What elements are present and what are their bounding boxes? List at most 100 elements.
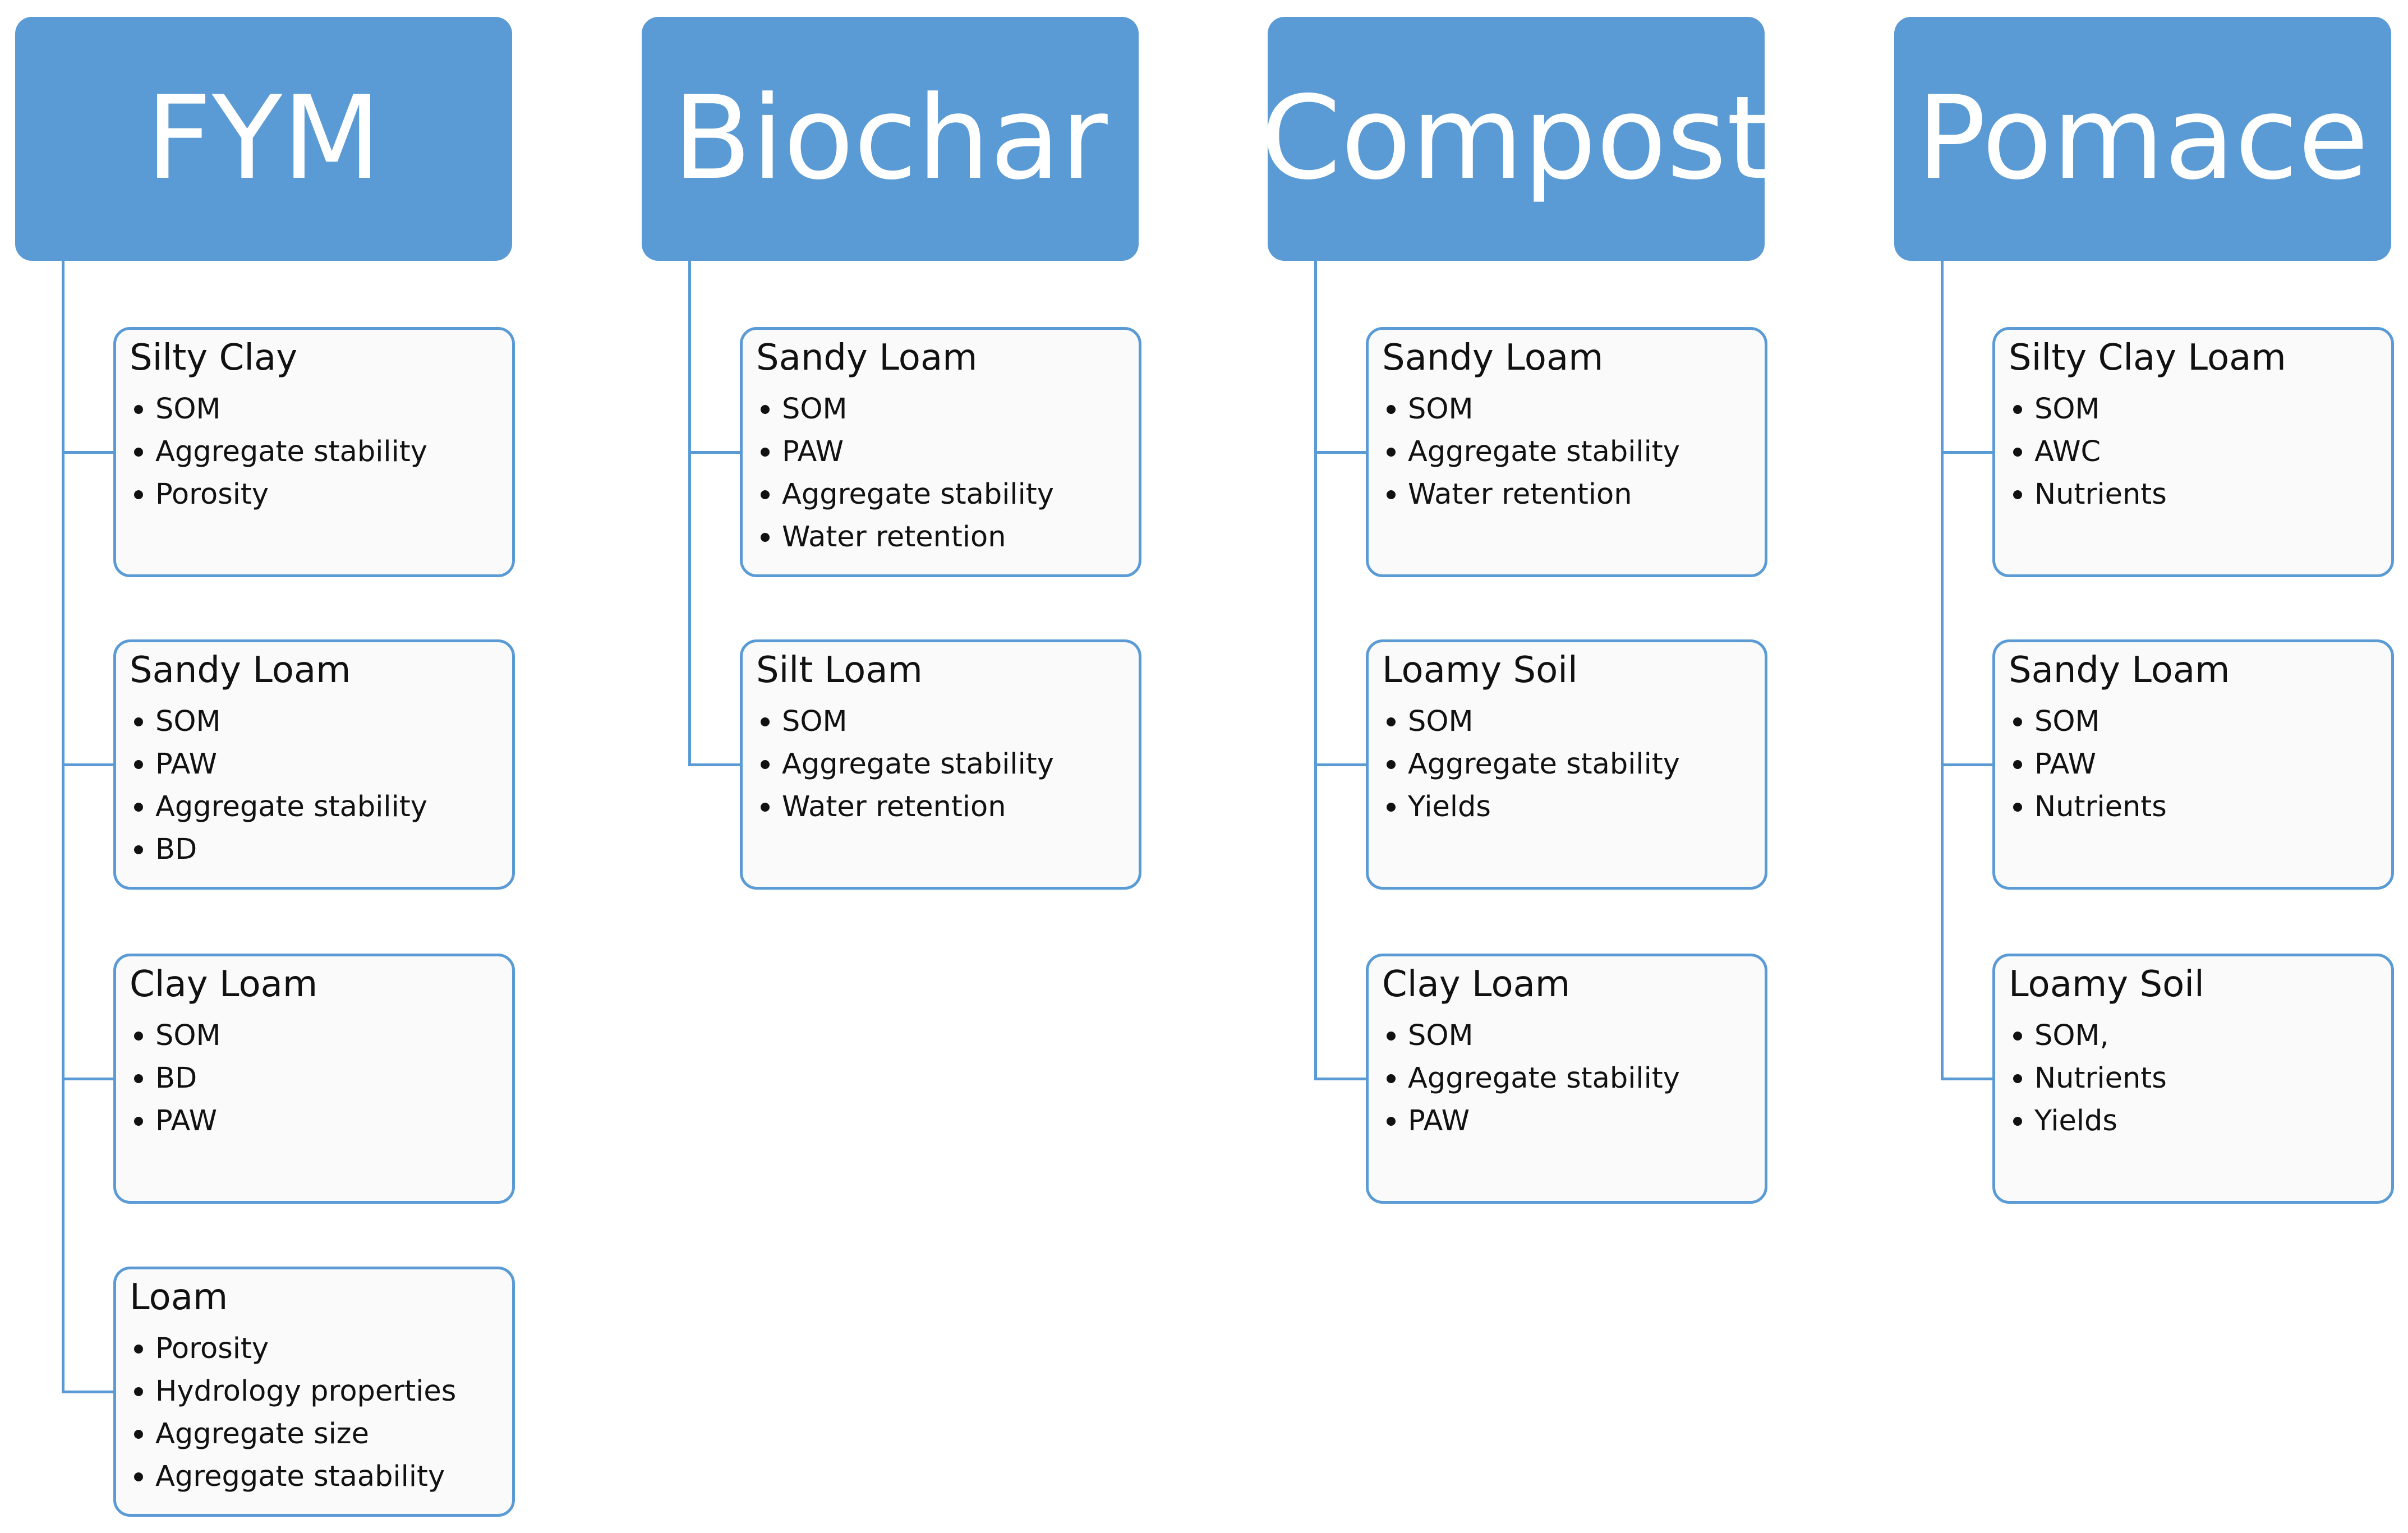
bullet-icon	[134, 490, 143, 499]
bullet-icon	[761, 760, 770, 769]
soil-type-title: Silty Clay Loam	[2009, 337, 2286, 379]
bullet-icon	[134, 760, 143, 769]
property-label: Aggregate stability	[1408, 748, 1680, 781]
bullet-icon	[2013, 803, 2022, 812]
bullet-icon	[2013, 1032, 2022, 1041]
soil-type-title: Sandy Loam	[2009, 650, 2230, 691]
property-item: Aggregate stability	[130, 786, 512, 828]
bullet-icon	[134, 1032, 143, 1041]
bullet-icon	[2013, 490, 2022, 499]
amendment-header-compost: Compost	[1261, 17, 1772, 261]
bullet-icon	[761, 803, 770, 812]
property-item: Aggregate stability	[1382, 1057, 1765, 1100]
soil-type-title: Sandy Loam	[1382, 337, 1604, 379]
connector-trunk-biochar	[688, 261, 691, 766]
property-item: SOM	[1382, 701, 1765, 743]
property-item: Water retention	[756, 516, 1139, 559]
property-label: PAW	[782, 435, 844, 468]
bullet-icon	[1387, 1032, 1396, 1041]
connector-branch	[62, 763, 113, 766]
property-item: AWC	[2009, 431, 2391, 473]
property-item: Hydrology properties	[130, 1370, 512, 1413]
property-label: Aggregate size	[155, 1417, 369, 1451]
property-item: Aggregate stability	[1382, 743, 1765, 786]
bullet-icon	[1387, 717, 1396, 726]
connector-branch	[1941, 763, 1992, 766]
property-item: PAW	[130, 743, 512, 786]
property-label: SOM	[1408, 1019, 1474, 1052]
property-list: SOM AWC Nutrients	[2009, 388, 2391, 516]
connector-branch	[62, 1078, 113, 1080]
bullet-icon	[2013, 760, 2022, 769]
property-item: SOM,	[2009, 1015, 2391, 1057]
property-item: Nutrients	[2009, 473, 2391, 516]
property-item: Aggregate stability	[1382, 431, 1765, 473]
property-list: SOM BD PAW	[130, 1015, 512, 1143]
property-label: SOM	[155, 705, 221, 738]
bullet-icon	[1387, 1074, 1396, 1083]
property-label: Yields	[1408, 790, 1491, 823]
property-item: Aggregate size	[130, 1413, 512, 1456]
connector-branch	[1314, 763, 1366, 766]
property-item: Agreggate staability	[130, 1456, 512, 1498]
soil-type-title: Clay Loam	[1382, 964, 1571, 1005]
property-item: Yields	[2009, 1100, 2391, 1143]
property-label: Agreggate staability	[155, 1460, 445, 1493]
connector-trunk-fym	[62, 261, 65, 1393]
property-label: Nutrients	[2034, 478, 2167, 511]
soil-type-title: Sandy Loam	[130, 650, 351, 691]
property-label: AWC	[2034, 435, 2101, 468]
bullet-icon	[761, 448, 770, 457]
bullet-icon	[134, 845, 143, 854]
property-label: SOM	[1408, 705, 1474, 738]
property-label: SOM	[782, 705, 848, 738]
property-label: Nutrients	[2034, 1062, 2167, 1095]
property-item: SOM	[1382, 1015, 1765, 1057]
property-label: PAW	[2034, 748, 2097, 781]
connector-branch	[1941, 1078, 1992, 1080]
property-label: PAW	[155, 1104, 218, 1138]
bullet-icon	[134, 448, 143, 457]
bullet-icon	[134, 405, 143, 414]
bullet-icon	[2013, 1117, 2022, 1126]
property-item: BD	[130, 828, 512, 871]
property-label: BD	[155, 1062, 197, 1095]
property-label: Water retention	[782, 521, 1006, 554]
property-label: Aggregate stability	[155, 790, 427, 823]
property-label: Hydrology properties	[155, 1375, 457, 1408]
bullet-icon	[1387, 1117, 1396, 1126]
soil-type-title: Sandy Loam	[756, 337, 978, 379]
property-item: PAW	[756, 431, 1139, 473]
bullet-icon	[761, 533, 770, 542]
property-item: SOM	[130, 1015, 512, 1057]
bullet-icon	[1387, 760, 1396, 769]
property-item: SOM	[1382, 388, 1765, 431]
soil-type-title: Loam	[130, 1277, 228, 1318]
property-item: SOM	[756, 388, 1139, 431]
property-label: Porosity	[155, 1332, 269, 1365]
bullet-icon	[134, 1345, 143, 1354]
property-item: Aggregate stability	[756, 743, 1139, 786]
property-label: SOM	[2034, 393, 2100, 426]
bullet-icon	[134, 1387, 143, 1396]
property-label: Aggregate stability	[1408, 435, 1680, 468]
bullet-icon	[134, 1074, 143, 1083]
connector-trunk-pomace	[1941, 261, 1944, 1080]
bullet-icon	[134, 1430, 143, 1439]
property-label: PAW	[1408, 1104, 1470, 1138]
connector-branch	[62, 1391, 113, 1393]
property-label: Aggregate stability	[155, 435, 427, 468]
connector-branch	[1941, 451, 1992, 454]
